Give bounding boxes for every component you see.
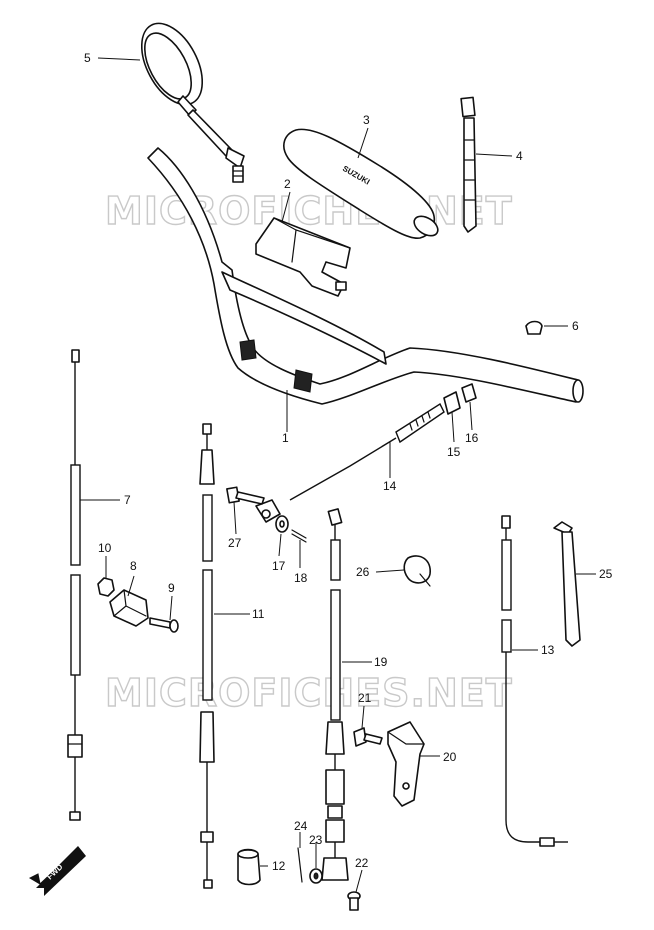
washer-23-part <box>309 868 323 884</box>
callout-22: 22 <box>355 856 369 870</box>
throttle-cable-7-part <box>67 349 83 821</box>
callout-15: 15 <box>447 445 461 459</box>
callout-7: 7 <box>124 493 131 507</box>
pin-24-part <box>297 847 303 883</box>
handlebar-cover-part <box>255 217 351 297</box>
callout-25: 25 <box>599 567 613 581</box>
choke-cable-part <box>255 402 445 523</box>
callout-14: 14 <box>383 479 397 493</box>
plug-part <box>525 320 543 335</box>
callout-numbers: 1 2 3 4 5 6 7 8 9 10 11 12 13 14 15 16 1… <box>84 51 613 873</box>
callout-24: 24 <box>294 819 308 833</box>
screw-21-part <box>353 727 383 747</box>
screw-22-part <box>347 891 361 911</box>
callout-3: 3 <box>363 113 370 127</box>
callout-6: 6 <box>572 319 579 333</box>
callout-18: 18 <box>294 571 308 585</box>
callout-9: 9 <box>168 581 175 595</box>
callout-12: 12 <box>272 859 286 873</box>
grip-part: SUZUKI <box>283 128 439 240</box>
pin-18-part <box>291 529 307 543</box>
callout-13: 13 <box>541 643 555 657</box>
callout-19: 19 <box>374 655 388 669</box>
forward-arrow-icon: FWD <box>28 846 86 896</box>
callout-17: 17 <box>272 559 286 573</box>
callout-23: 23 <box>309 833 323 847</box>
watermark-bottom: MICROFICHES.NET <box>105 671 513 715</box>
bracket-20-part <box>387 721 425 807</box>
cable-clamp-part <box>443 383 477 415</box>
screw-9-part <box>149 617 179 633</box>
cable-tie-part <box>460 96 477 233</box>
callout-4: 4 <box>516 149 523 163</box>
nut-10-part <box>97 577 115 597</box>
cap-12-part <box>237 848 261 886</box>
callout-2: 2 <box>284 177 291 191</box>
mirror-part <box>140 22 245 183</box>
callout-8: 8 <box>130 559 137 573</box>
callout-26: 26 <box>356 565 370 579</box>
callout-20: 20 <box>443 750 457 764</box>
callout-21: 21 <box>358 691 372 705</box>
callout-10: 10 <box>98 541 112 555</box>
clip-26-part <box>403 555 431 587</box>
cable-tie-25-part <box>553 521 581 647</box>
callout-5: 5 <box>84 51 91 65</box>
cable-13-part <box>501 515 568 847</box>
leader-lines <box>80 57 596 893</box>
cable-19-part <box>321 508 349 881</box>
cable-11-part <box>199 423 215 889</box>
washer-17-part <box>275 515 289 533</box>
callout-27: 27 <box>228 536 242 550</box>
callout-16: 16 <box>465 431 479 445</box>
callout-11: 11 <box>252 607 265 621</box>
bolt-27-part <box>226 486 265 505</box>
handlebar-part <box>147 147 584 405</box>
holder-8-part <box>109 589 149 627</box>
callout-1: 1 <box>282 431 289 445</box>
watermark-top: MICROFICHES.NET <box>105 189 513 233</box>
